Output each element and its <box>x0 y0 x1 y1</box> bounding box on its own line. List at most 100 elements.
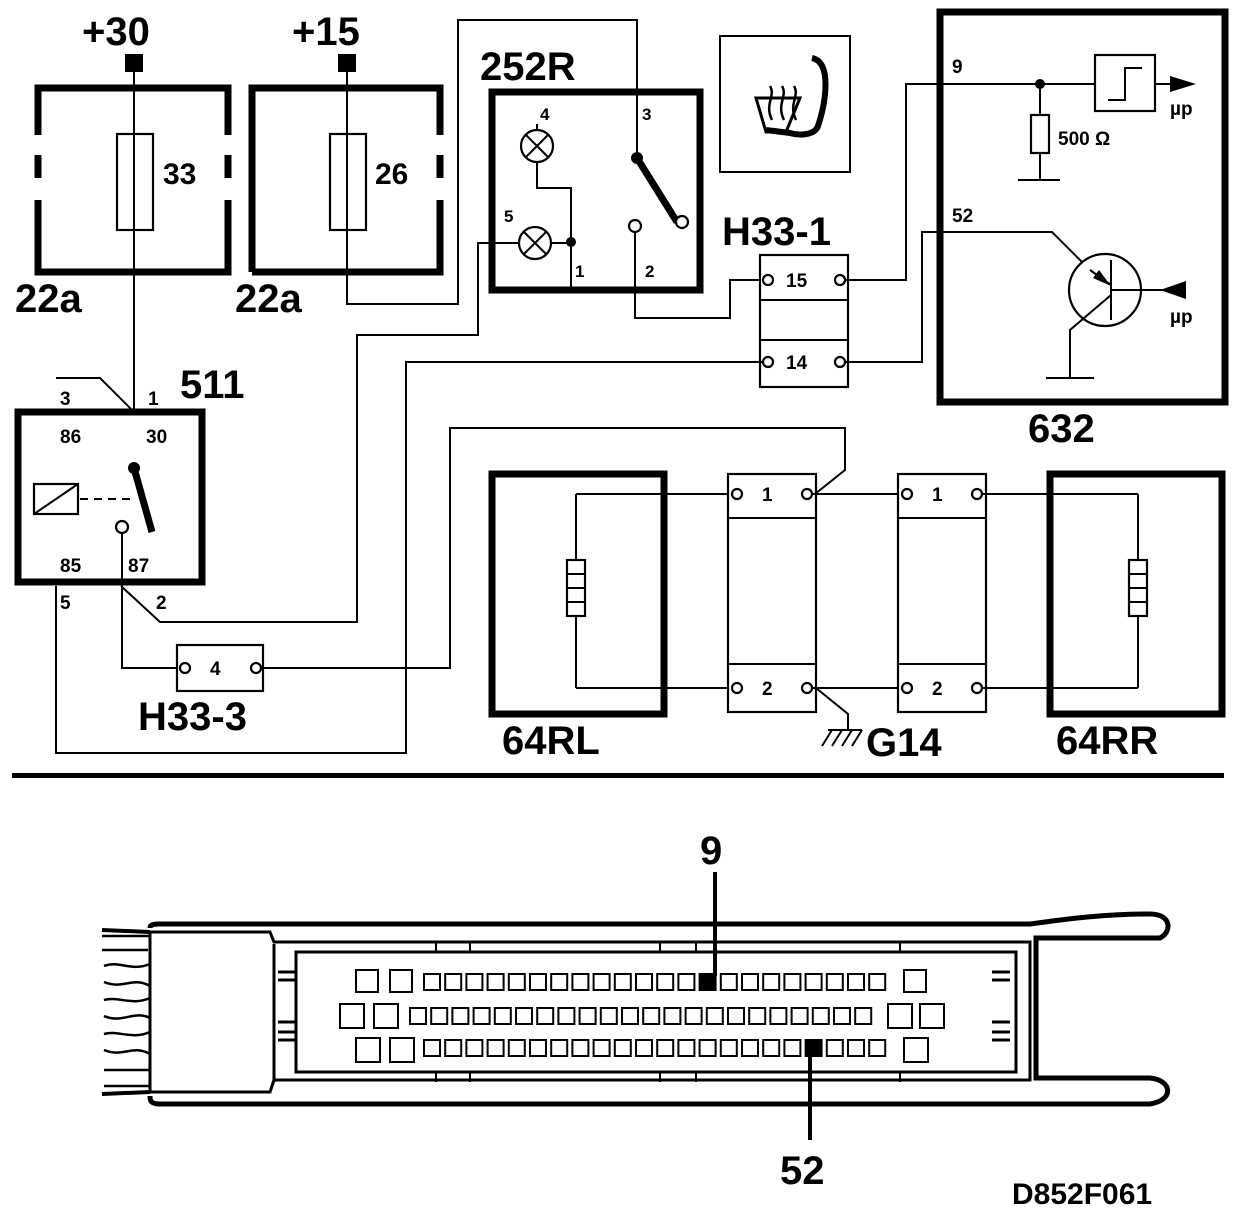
connector-cavity <box>719 1039 738 1057</box>
relay-pin-5: 5 <box>60 593 71 614</box>
connector-cavity <box>656 1039 675 1057</box>
supply-30: +30 <box>82 10 150 72</box>
supply-15-label: +15 <box>292 10 360 54</box>
connector-cavity <box>592 973 611 991</box>
connector-cavity <box>741 973 759 991</box>
wire-relay-87 <box>121 586 177 669</box>
connector-cavity <box>748 1007 767 1025</box>
switch-pin-1: 1 <box>575 262 584 281</box>
fuse-26-value: 26 <box>375 158 408 191</box>
connector-view-pin-9-label: 9 <box>700 829 722 873</box>
connector-cavity <box>465 1039 484 1057</box>
connector-cavity <box>339 1003 365 1029</box>
relay-pin-1: 1 <box>148 389 159 410</box>
connector-cavity <box>486 1039 505 1057</box>
connector-cavity <box>592 1039 611 1057</box>
connector-cavity <box>833 1007 851 1025</box>
fuse-box-right-label: 22a <box>235 277 302 321</box>
relay-pin-3: 3 <box>60 389 71 410</box>
connector-cavity <box>698 1039 717 1057</box>
connector-cavity <box>719 973 738 991</box>
ground-G14-label: G14 <box>866 721 942 765</box>
connector-cavity <box>571 973 590 991</box>
connector-H33-3: 4 H33-3 <box>138 643 265 739</box>
connector-cavity <box>578 1007 597 1025</box>
connector-cavity <box>769 1007 788 1025</box>
connector-cavity <box>903 1037 929 1063</box>
heater-64RR-label: 64RR <box>1056 719 1158 763</box>
connector-cavity <box>550 1039 569 1057</box>
connector-cavity <box>557 1007 576 1025</box>
mu-p-bottom-label: µp <box>1170 307 1193 328</box>
connector-cavity <box>536 1007 555 1025</box>
arrow-in-icon <box>1160 281 1186 299</box>
connector-right: 1 2 <box>896 472 988 714</box>
connector-cavity <box>389 1037 415 1063</box>
connector-cavity <box>550 973 569 991</box>
connector-cavity <box>613 973 632 991</box>
ground-G14: G14 <box>815 687 942 765</box>
connector-cavity <box>790 1007 809 1025</box>
fuse-box-right: 26 22a <box>235 84 444 321</box>
resistor-icon <box>1029 113 1051 155</box>
connector-cavity <box>571 1039 590 1057</box>
connector-cavity <box>677 1039 696 1057</box>
h33-1-pin-15: 15 <box>786 271 808 292</box>
h33-3-pin-4: 4 <box>210 659 221 680</box>
connector-cavity <box>677 973 696 991</box>
wire-switch-pin2 <box>634 232 760 319</box>
connector-cavity <box>887 1003 913 1029</box>
connector-cavity <box>409 1007 427 1025</box>
wire-15-to-switch <box>346 19 638 305</box>
connector-cavity <box>663 1007 682 1025</box>
connector-cavity <box>847 973 865 991</box>
connector-cavity <box>727 1007 745 1025</box>
wire-pin52 <box>845 231 1091 363</box>
lamp-icon <box>517 225 553 261</box>
fuse-box-left: 33 22a <box>15 84 232 321</box>
relay-511: 511 3 1 86 30 85 87 5 2 <box>14 363 245 614</box>
relay-pin-2: 2 <box>156 593 167 614</box>
switch-pin-3: 3 <box>642 105 651 124</box>
connector-cavity <box>529 973 547 991</box>
connector-cavity <box>868 1039 887 1057</box>
connector-right-pin-1: 1 <box>932 485 943 506</box>
connector-view: 9 52 <box>101 829 1171 1193</box>
ecu-pin-52: 52 <box>952 206 973 227</box>
connector-cavity <box>472 1007 491 1025</box>
ecu-pin-9: 9 <box>952 57 963 78</box>
ecu-632: 632 9 52 500 Ω µp µp <box>936 8 1229 451</box>
transistor-icon <box>1046 252 1143 379</box>
connector-cavity <box>825 1039 844 1057</box>
connector-cavity <box>868 973 887 991</box>
fuse-box-left-label: 22a <box>15 277 82 321</box>
connector-cavity <box>919 1003 945 1029</box>
connector-cavity <box>529 1039 547 1057</box>
connector-cavity <box>847 1039 865 1057</box>
supply-15: +15 <box>292 10 360 72</box>
connector-cavity <box>389 969 413 993</box>
connector-cavity <box>613 1039 632 1057</box>
connector-pin-52 <box>804 1039 823 1057</box>
h33-1-pin-14: 14 <box>786 353 808 374</box>
supply-30-label: +30 <box>82 10 150 54</box>
schmitt-trigger-icon <box>1093 53 1157 113</box>
heater-64RL: 64RL <box>488 470 668 763</box>
resistor-value: 500 Ω <box>1058 129 1110 150</box>
relay-pin-86: 86 <box>60 427 81 448</box>
connector-cavity <box>854 1007 873 1025</box>
wire-relay-85-to-h33-1 <box>55 361 763 754</box>
relay-pin-85: 85 <box>60 556 82 577</box>
connector-cavity <box>507 1039 526 1057</box>
connector-cavity <box>621 1007 639 1025</box>
wire-pin9 <box>845 83 1030 281</box>
connector-H33-1: H33-1 15 14 <box>722 210 850 389</box>
connector-cavity <box>423 973 441 991</box>
relay-pin-30: 30 <box>146 427 167 448</box>
connector-cavity <box>656 973 675 991</box>
connector-cavity <box>423 1039 441 1057</box>
mu-p-top-label: µp <box>1170 99 1193 120</box>
document-id: D852F061 <box>1012 1178 1152 1211</box>
connector-left: 1 2 <box>726 472 818 714</box>
